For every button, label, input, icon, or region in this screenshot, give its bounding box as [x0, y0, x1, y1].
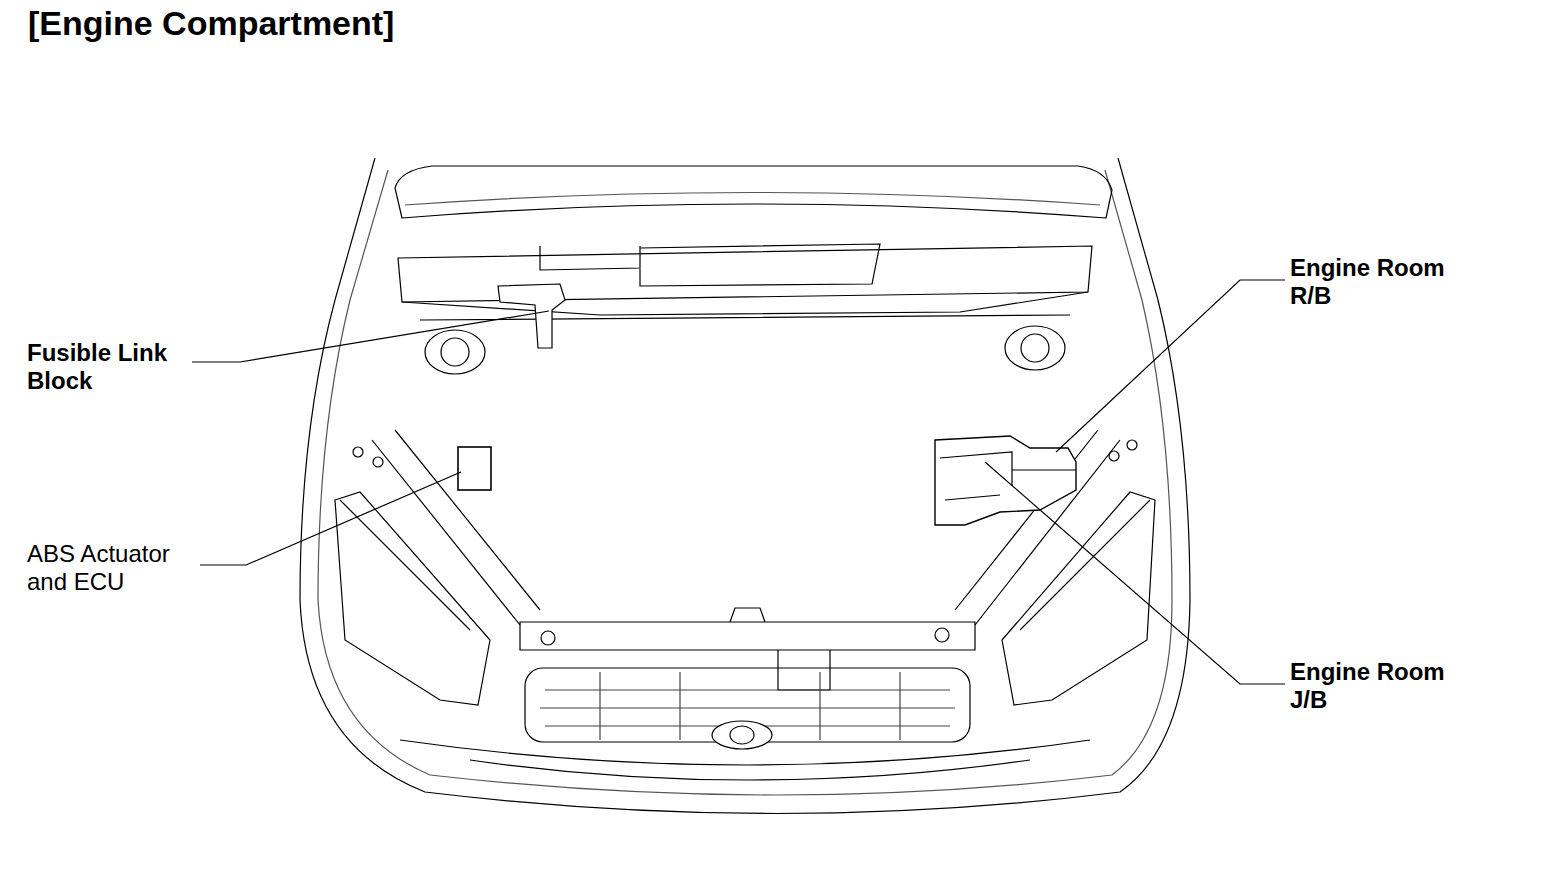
fusible-link-block — [498, 284, 565, 348]
bolt — [1109, 451, 1119, 461]
bolt — [541, 631, 555, 645]
strut-tower — [425, 330, 485, 374]
part-label: Engine Room J/B — [1290, 658, 1480, 713]
bolt — [373, 457, 383, 467]
bolt — [1127, 440, 1137, 450]
cowl-vent — [540, 244, 880, 286]
bolt — [935, 628, 949, 642]
body-outline — [300, 158, 1190, 814]
fender-apron — [340, 430, 540, 630]
strut-tower — [1005, 326, 1065, 370]
headlight — [1002, 492, 1155, 705]
leader-line — [1056, 280, 1285, 452]
emblem-inner — [730, 726, 754, 744]
page-title: [Engine Compartment] — [28, 4, 394, 43]
strut-tower-cap — [441, 338, 469, 366]
strut-tower-cap — [1021, 334, 1049, 362]
body-inner-line — [318, 170, 1172, 795]
hood-latch — [730, 608, 830, 690]
junction-block-lid — [940, 452, 1076, 500]
bumper — [400, 740, 1090, 780]
headlight — [335, 492, 490, 705]
bolt — [353, 447, 363, 457]
emblem — [712, 721, 772, 749]
hood-edge — [405, 193, 1100, 206]
abs-actuator — [458, 447, 491, 490]
leader-line — [192, 311, 549, 362]
hood — [395, 166, 1112, 218]
leader-line — [200, 472, 461, 565]
leader-line — [985, 462, 1285, 684]
part-label: ABS Actuator and ECU — [27, 540, 197, 595]
part-label: Fusible Link Block — [27, 339, 202, 394]
part-label: Engine Room R/B — [1290, 254, 1480, 309]
radiator-support — [520, 622, 975, 650]
